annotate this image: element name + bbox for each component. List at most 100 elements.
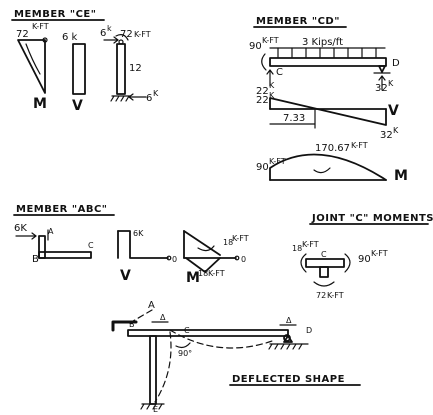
- member-abc-moment-end-node: [234, 255, 240, 261]
- member-abc-moment-top-line: [183, 230, 221, 256]
- member-ce-moment-diagram: 72 K-FT M: [16, 22, 49, 112]
- deflected-node-b: B: [129, 320, 135, 329]
- member-cd-roller-support: [378, 65, 386, 73]
- member-ce-top-arrowhead: [113, 36, 119, 44]
- joint-c-m-left-unit: K-FT: [302, 240, 319, 249]
- joint-c-beam-stub: [305, 258, 345, 268]
- member-cd-shear-zero-dist: 7.33: [283, 113, 305, 124]
- member-cd-shear-left: 22: [256, 95, 269, 106]
- member-cd-moment-diagram: 170.67 K-FT 90 K-FT M: [256, 141, 408, 184]
- member-cd-load-arrows: [277, 47, 377, 58]
- member-abc-title: MEMBER "ABC": [16, 204, 108, 215]
- member-cd-left-reaction-arrowhead: [266, 69, 274, 75]
- member-abc-shear-label: V: [120, 268, 131, 284]
- member-ce-base-hatch: [110, 95, 130, 102]
- deflected-angle: 90°: [178, 349, 192, 358]
- member-abc-moment-bottom-unit: K-FT: [208, 269, 225, 278]
- member-cd-beam: [269, 57, 387, 67]
- member-cd-moment-sag-mark: [313, 167, 331, 174]
- member-cd-shear-right-unit: K: [393, 126, 399, 135]
- member-cd-shear-left-unit: K: [269, 91, 275, 100]
- member-abc-moment-top: 18: [223, 238, 233, 247]
- member-ce-load-force: 6: [100, 28, 106, 39]
- joint-c-column-stub: [319, 266, 329, 278]
- deflected-shape-section: A B Δ C 90° Δ D E DEFLECTED SHAPE: [111, 300, 361, 414]
- member-cd-moment-label: M: [394, 168, 408, 184]
- deflected-column-curve: [154, 331, 172, 403]
- member-cd-right-reaction-unit: K: [388, 79, 394, 88]
- member-ce-base-arrowhead: [128, 93, 134, 101]
- joint-c-m-bottom-arrow: [313, 281, 335, 287]
- joint-c-title: JOINT "C" MOMENTS: [311, 213, 433, 224]
- member-ce-moment-unit: K-FT: [32, 22, 49, 31]
- member-cd-shear-label: V: [388, 103, 399, 119]
- member-ce-moment-triangle: [17, 39, 46, 94]
- member-cd-moment-curve: [269, 153, 387, 181]
- member-cd-moment-left: 90: [256, 162, 269, 173]
- deflected-beam-curve: [169, 329, 276, 349]
- member-ce-free-body: 6 k 72 K-FT 12 6 K: [100, 24, 159, 104]
- member-ce-moment-arrow: [115, 34, 129, 41]
- member-cd-right-reaction-arrowhead: [378, 75, 386, 81]
- member-abc-shear-end-node: [166, 255, 172, 261]
- member-abc-load-arrowhead: [31, 232, 37, 240]
- deflected-angle-arc: [175, 342, 191, 349]
- member-cd-moment-max: 170.67: [315, 143, 350, 154]
- member-ce-shear-diagram: 6 k V: [62, 32, 86, 114]
- deflected-node-d: D: [306, 326, 312, 335]
- member-cd-title: MEMBER "CD": [256, 16, 340, 27]
- deflected-delta-left: Δ: [160, 313, 166, 322]
- member-cd-end-moment: 90: [249, 41, 262, 52]
- member-abc-load: 6K: [14, 223, 27, 234]
- member-cd-end-moment-arrow: [261, 53, 267, 71]
- deflected-support-d-pin: [283, 334, 291, 342]
- member-ce-shear-label: V: [72, 98, 83, 114]
- member-ce-height: 12: [129, 63, 142, 74]
- member-abc-beam: [38, 251, 92, 259]
- member-cd-end-moment-unit: K-FT: [262, 36, 279, 45]
- member-cd-shear-diagram: 22 K 7.33 V 32 K: [256, 91, 399, 141]
- joint-c-node: C: [321, 250, 327, 259]
- member-abc-moment-lower-line: [185, 257, 221, 273]
- joint-c-m-left-arrow: [300, 253, 307, 273]
- member-ce-base-force: 6: [146, 93, 152, 104]
- member-cd-moment-left-unit: K-FT: [269, 157, 286, 166]
- member-ce-load-moment: 72: [120, 29, 133, 40]
- member-abc-shear-value: 6K: [133, 229, 144, 238]
- member-cd-free-body: 90 K-FT 3 Kips/ft C D 22 K 32 K: [249, 36, 400, 97]
- deflected-node-e: E: [153, 405, 158, 414]
- joint-c-free-body: 18 K-FT C 90 K-FT 72 K-FT: [292, 240, 388, 300]
- member-abc-shear-outline: [117, 230, 169, 259]
- deflected-original-column: [149, 335, 157, 405]
- member-abc-node-b: B: [32, 254, 39, 265]
- joint-c-m-left: 18: [292, 244, 302, 253]
- joint-c-m-bottom-unit: K-FT: [327, 291, 344, 300]
- member-cd-node-d: D: [392, 58, 400, 69]
- member-abc-section: MEMBER "ABC" 6K A B C 6K 0 V: [13, 204, 249, 286]
- member-ce-moment-value: 72: [16, 29, 29, 40]
- member-abc-node-c: C: [88, 241, 94, 250]
- deflected-node-a: A: [148, 300, 155, 311]
- deflected-support-e-hatch: [140, 403, 163, 410]
- member-ce-shear-value: 6 k: [62, 32, 78, 43]
- deflected-original-beam: [127, 329, 289, 337]
- member-ce-title: MEMBER "CE": [14, 9, 96, 20]
- member-abc-moment-hatch: [197, 245, 215, 252]
- deflected-title: DEFLECTED SHAPE: [232, 374, 345, 385]
- member-ce-load-force-unit: k: [107, 24, 112, 33]
- member-cd-node-c: C: [276, 67, 283, 78]
- member-abc-moment-label: M: [186, 270, 200, 286]
- deflected-support-d-hatch: [268, 343, 303, 350]
- member-ce-load-moment-unit: K-FT: [134, 30, 151, 39]
- joint-c-m-right: 90: [358, 254, 371, 265]
- joint-c-m-right-arrow: [344, 253, 351, 273]
- deflected-frame: A B Δ C 90° Δ D E: [111, 300, 312, 414]
- member-cd-shear-right: 32: [380, 130, 393, 141]
- member-ce-base-force-unit: K: [153, 89, 159, 98]
- member-cd-load-label: 3 Kips/ft: [302, 37, 343, 48]
- member-cd-section: MEMBER "CD" 90 K-FT 3 Kips/ft C D 22 K 3…: [249, 16, 408, 184]
- member-abc-moment-diagram: 18 K-FT 0 M 18 K-FT: [183, 230, 249, 286]
- joint-c-m-right-unit: K-FT: [371, 249, 388, 258]
- deflected-delta-right: Δ: [286, 316, 292, 325]
